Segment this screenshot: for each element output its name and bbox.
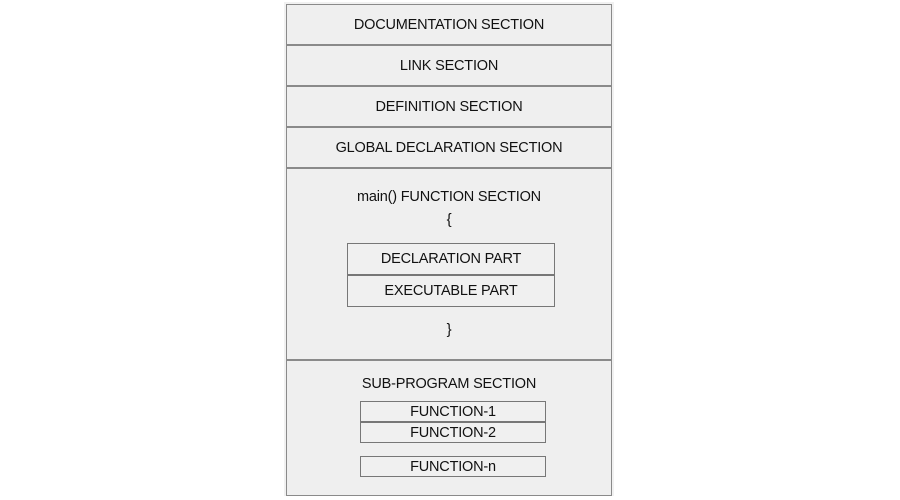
declaration-part: DECLARATION PART (347, 243, 555, 275)
global-declaration-section-label: GLOBAL DECLARATION SECTION (335, 139, 563, 156)
function-1-label: FUNCTION-1 (410, 403, 496, 420)
definition-section-label: DEFINITION SECTION (375, 98, 523, 115)
function-n-label: FUNCTION-n (410, 458, 496, 475)
executable-part-label: EXECUTABLE PART (384, 283, 518, 299)
function-1-box: FUNCTION-1 (360, 401, 546, 422)
function-n-box: FUNCTION-n (360, 456, 546, 477)
declaration-part-label: DECLARATION PART (380, 251, 522, 267)
link-section: LINK SECTION (286, 45, 612, 86)
link-section-label: LINK SECTION (399, 57, 499, 74)
global-declaration-section: GLOBAL DECLARATION SECTION (286, 127, 612, 168)
function-2-box: FUNCTION-2 (360, 422, 546, 443)
documentation-section-label: DOCUMENTATION SECTION (353, 16, 545, 33)
sub-program-title: SUB-PROGRAM SECTION (361, 376, 537, 392)
main-function-section: main() FUNCTION SECTION { DECLARATION PA… (286, 168, 612, 360)
documentation-section: DOCUMENTATION SECTION (286, 4, 612, 45)
open-brace: { (446, 211, 452, 228)
definition-section: DEFINITION SECTION (286, 86, 612, 127)
function-2-label: FUNCTION-2 (410, 424, 496, 441)
program-structure-diagram: DOCUMENTATION SECTION LINK SECTION DEFIN… (284, 2, 614, 496)
close-brace: } (446, 321, 452, 338)
executable-part: EXECUTABLE PART (347, 275, 555, 307)
main-function-title: main() FUNCTION SECTION (357, 189, 541, 205)
sub-program-section: SUB-PROGRAM SECTION FUNCTION-1 FUNCTION-… (286, 360, 612, 496)
